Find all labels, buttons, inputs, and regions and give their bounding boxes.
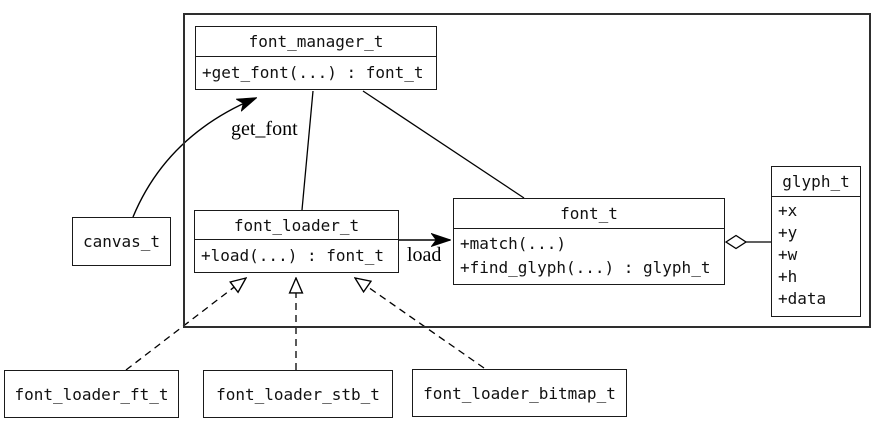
class-box-font-loader-ft-t[interactable]: font_loader_ft_t <box>4 370 179 418</box>
class-box-font-loader-bitmap-t[interactable]: font_loader_bitmap_t <box>412 369 627 417</box>
method-find-glyph: +find_glyph(...) : glyph_t <box>460 258 711 277</box>
class-box-glyph-t[interactable]: glyph_t +x +y +w +h +data <box>771 166 861 317</box>
aggregation-diamond <box>724 234 748 250</box>
attr-data: +data <box>778 289 827 308</box>
class-members: +get_font(...) : font_t <box>196 57 436 86</box>
edge-loader-ft-realization <box>125 278 246 371</box>
class-box-font-t[interactable]: font_t +match(...) +find_glyph(...) : gl… <box>453 198 725 285</box>
edge-loader-bitmap-realization <box>355 278 485 369</box>
edge-label-load: load <box>407 244 442 266</box>
class-title: font_loader_stb_t <box>216 384 380 404</box>
class-box-font-loader-t[interactable]: font_loader_t +load(...) : font_t <box>194 210 399 273</box>
class-title: canvas_t <box>82 232 161 251</box>
class-title: font_loader_t <box>195 211 398 240</box>
attr-w: +w <box>778 245 798 264</box>
method-load: +load(...) : font_t <box>201 246 385 265</box>
class-title: font_loader_ft_t <box>14 384 169 404</box>
method-match: +match(...) <box>460 234 566 253</box>
package-frame <box>183 13 871 328</box>
class-box-canvas-t[interactable]: canvas_t <box>72 217 171 266</box>
edge-font-manager-to-font <box>362 90 525 199</box>
class-box-font-loader-stb-t[interactable]: font_loader_stb_t <box>203 370 393 418</box>
method-get-font: +get_font(...) : font_t <box>202 63 424 82</box>
class-title: font_manager_t <box>196 27 436 57</box>
class-members: +x +y +w +h +data <box>772 197 860 310</box>
class-title: font_loader_bitmap_t <box>423 383 616 403</box>
edge-canvas-to-font-manager <box>132 98 256 218</box>
edge-label-get-font: get_font <box>231 118 298 140</box>
attr-h: +h <box>778 267 798 286</box>
class-box-font-manager-t[interactable]: font_manager_t +get_font(...) : font_t <box>195 26 437 90</box>
class-title: glyph_t <box>772 167 860 197</box>
edge-font-manager-to-font-loader <box>301 90 314 211</box>
class-title: font_t <box>454 199 724 229</box>
class-members: +load(...) : font_t <box>195 240 398 269</box>
attr-y: +y <box>778 223 798 242</box>
class-members: +match(...) +find_glyph(...) : glyph_t <box>454 229 724 280</box>
attr-x: +x <box>778 201 798 220</box>
